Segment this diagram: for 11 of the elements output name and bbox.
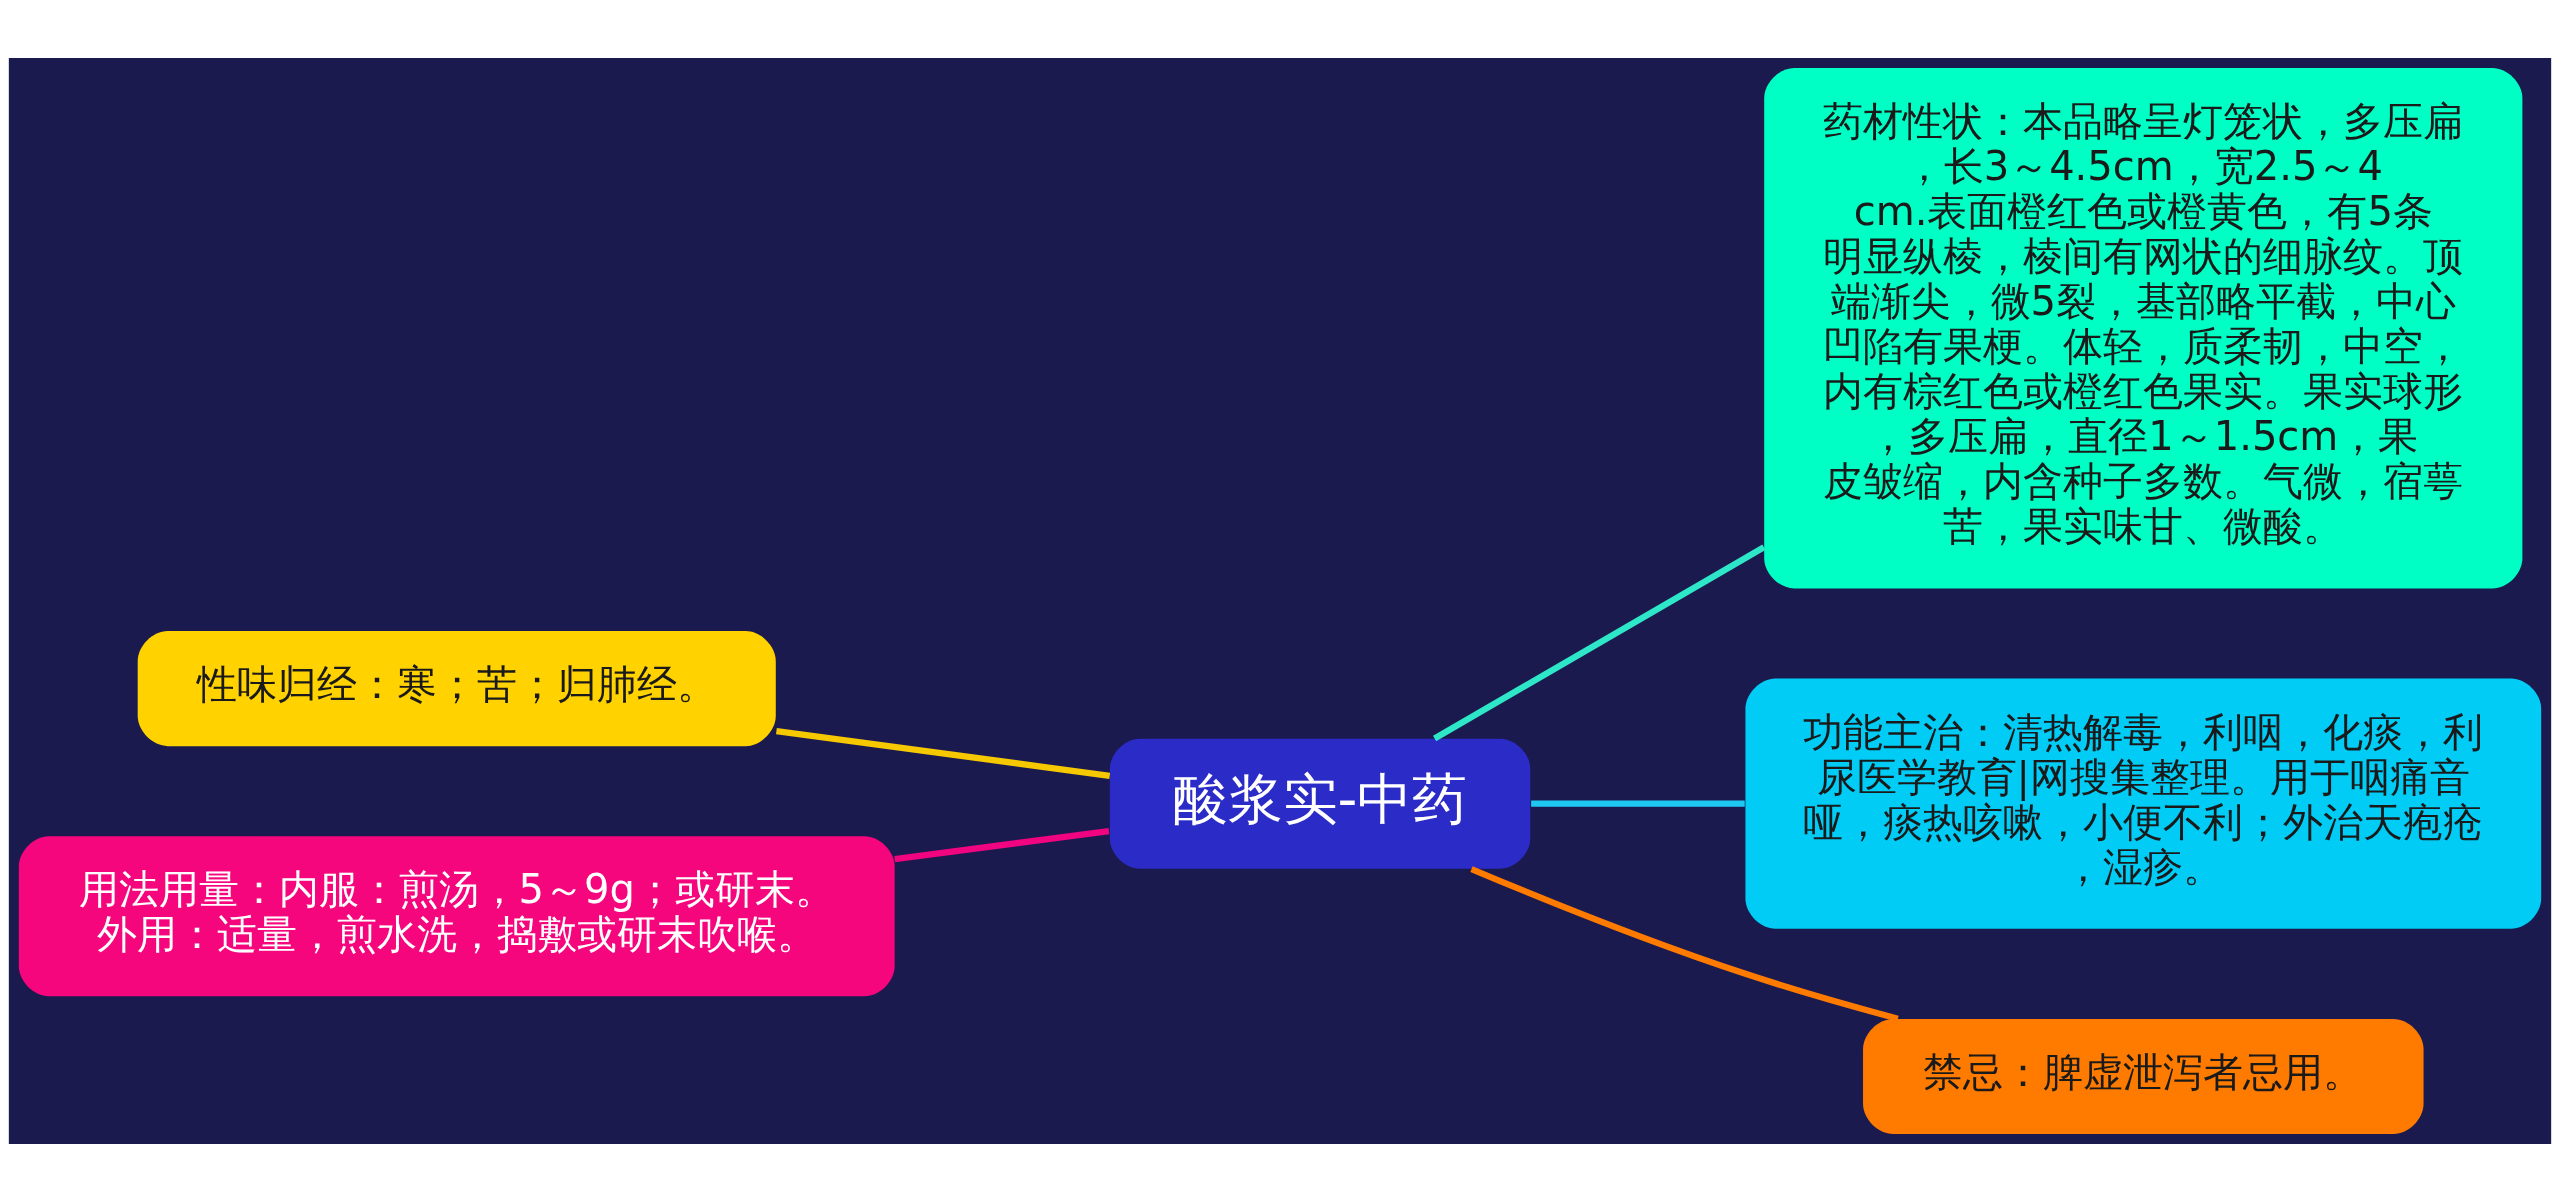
node-box: 功能主治：清热解毒，利咽，化痰，利尿医学教育|网搜集整理。用于咽痛音哑，痰热咳嗽，小便不利；外治天疱疮，湿疹。: [1745, 678, 2542, 929]
connector: [1433, 544, 1766, 741]
connector: [1531, 800, 1745, 807]
connector: [776, 727, 1111, 779]
node-box: 药材性状：本品略呈灯笼状，多压扁，长3～4.5cm，宽2.5～4cm.表面橙红色或橙黄色，有5条明显纵棱，棱间有网状的细脉纹。顶端渐尖，微5裂，基部略平截，中心凹陷有果梗。体轻，质柔韧，中空，内有棕红色或橙红色果实。果实球形，多压扁，直径1～1.5cm，果皮皱缩，内含种子多数。气微，宿萼苦，果实味甘、微酸。: [1764, 67, 2523, 588]
node-box: 性味归经：寒；苦；归肺经。: [137, 630, 776, 746]
node-box: 禁忌：脾虚泄泻者忌用。: [1863, 1018, 2424, 1134]
node-box: 用法用量：内服：煎汤，5～9g；或研末。外用：适量，煎水洗，捣敷或研末吹喉。: [18, 835, 895, 996]
node-box: 酸浆实-中药: [1109, 738, 1531, 869]
connector: [894, 827, 1110, 862]
connector: [1470, 865, 1899, 1022]
